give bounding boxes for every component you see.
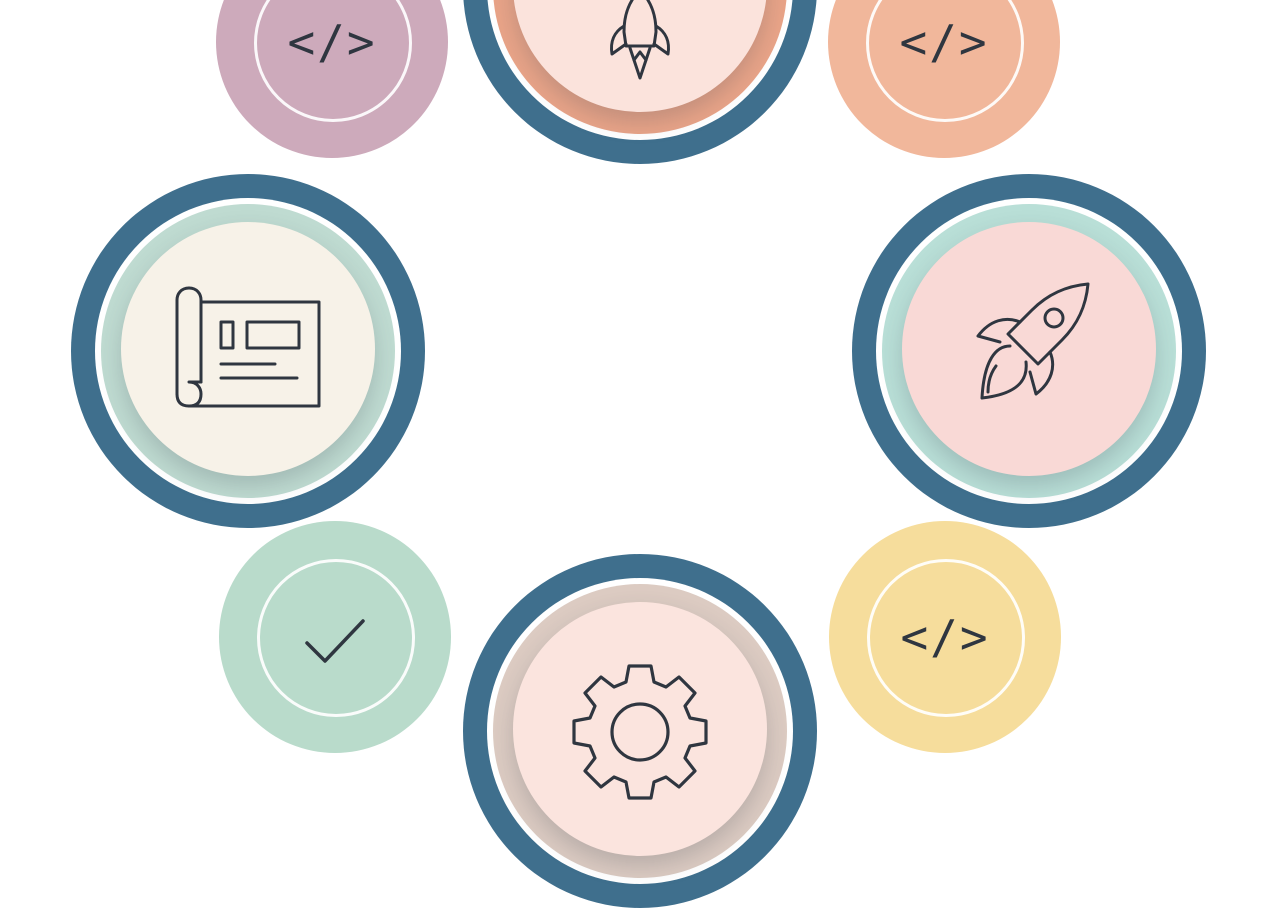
code-circle-bottom-right: </> [829,521,1061,753]
blueprint-circle-left [71,174,425,528]
code-circle-top-right: </> [828,0,1060,158]
rocket-launch-icon [610,0,670,80]
checkmark-icon [305,619,365,663]
code-circle-top-left: </> [216,0,448,158]
rocket-circle-face [902,222,1156,476]
inner-ring [257,559,415,717]
code-icon: </> [899,15,989,69]
check-circle-bottom-left [219,521,451,753]
gear-icon [572,664,708,800]
blueprint-icon [175,286,321,408]
gear-circle-bottom [463,554,817,908]
code-icon: </> [287,15,377,69]
rocket-icon [976,282,1090,400]
inner-ring [867,559,1025,717]
rocket-circle-top [463,0,817,164]
code-icon: </> [900,610,990,664]
rocket-circle-right [852,174,1206,528]
